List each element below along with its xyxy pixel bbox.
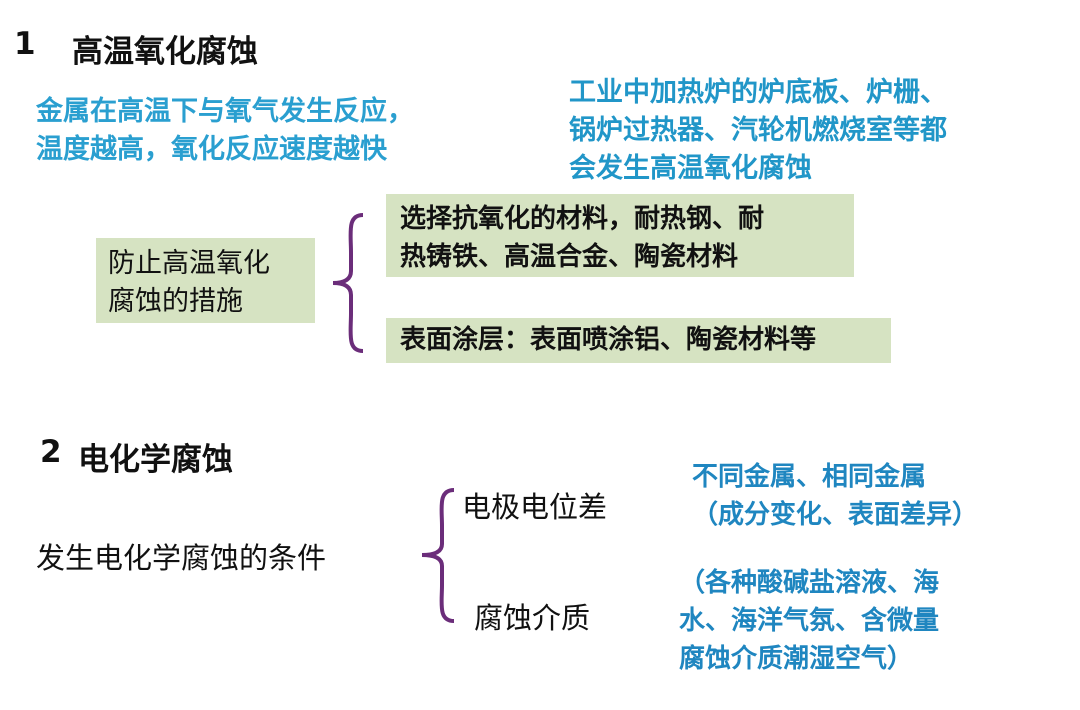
condition-1: 电极电位差	[462, 490, 608, 524]
section-2-number: 2	[40, 434, 62, 470]
conditions-label: 发生电化学腐蚀的条件	[36, 541, 327, 575]
condition-2-note: （各种酸碱盐溶液、海 水、海洋气氛、含微量 腐蚀介质潮湿空气）	[679, 564, 939, 678]
measures-label-box: 防止高温氧化 腐蚀的措施	[96, 238, 315, 323]
condition-2: 腐蚀介质	[474, 601, 591, 635]
section-1-examples: 工业中加热炉的炉底板、炉栅、 锅炉过热器、汽轮机燃烧室等都 会发生高温氧化腐蚀	[569, 74, 947, 188]
condition-1-note: 不同金属、相同金属 （成分变化、表面差异）	[692, 458, 978, 534]
examples-line-1: 工业中加热炉的炉底板、炉栅、	[569, 77, 947, 108]
definition-line-2: 温度越高，氧化反应速度越快	[36, 134, 387, 165]
measure-1-line-2: 热铸铁、高温合金、陶瓷材料	[400, 242, 739, 272]
section-1-definition: 金属在高温下与氧气发生反应， 温度越高，氧化反应速度越快	[36, 93, 414, 169]
section-1-number: 1	[14, 26, 36, 62]
conditions-brace	[421, 488, 455, 623]
measure-1-line-1: 选择抗氧化的材料，耐热钢、耐	[400, 204, 765, 234]
condition-2-note-line-3: 腐蚀介质潮湿空气）	[679, 644, 914, 674]
measure-2-text: 表面涂层：表面喷涂铝、陶瓷材料等	[400, 325, 817, 355]
examples-line-3: 会发生高温氧化腐蚀	[569, 153, 812, 184]
measure-1-box: 选择抗氧化的材料，耐热钢、耐 热铸铁、高温合金、陶瓷材料	[386, 194, 854, 277]
measure-2-box: 表面涂层：表面喷涂铝、陶瓷材料等	[386, 318, 891, 363]
condition-2-note-line-1: （各种酸碱盐溶液、海	[679, 568, 940, 598]
measures-brace	[332, 213, 364, 353]
section-1-title: 高温氧化腐蚀	[72, 34, 258, 70]
condition-1-note-line-2: （成分变化、表面差异）	[692, 500, 979, 530]
condition-2-note-line-2: 水、海洋气氛、含微量	[679, 606, 940, 636]
measures-label-line-1: 防止高温氧化	[108, 248, 270, 279]
measures-label-line-2: 腐蚀的措施	[108, 286, 243, 317]
section-2-title: 电化学腐蚀	[78, 442, 233, 478]
definition-line-1: 金属在高温下与氧气发生反应，	[36, 96, 414, 127]
condition-1-note-line-1: 不同金属、相同金属	[692, 462, 927, 492]
examples-line-2: 锅炉过热器、汽轮机燃烧室等都	[569, 115, 947, 146]
